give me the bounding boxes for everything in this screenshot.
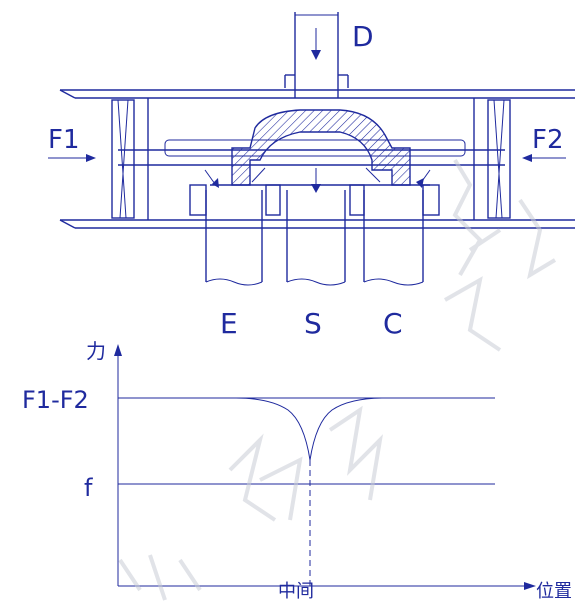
force-arrow-f1 <box>48 154 96 162</box>
label-f1: F1 <box>48 125 80 155</box>
y-axis-label: 力 <box>86 339 106 363</box>
force-position-graph <box>114 344 536 590</box>
label-e: E <box>220 307 238 340</box>
pipe-e <box>189 169 263 286</box>
tick-f: f <box>84 474 93 502</box>
slide-rods <box>118 139 505 166</box>
label-s: S <box>304 307 322 340</box>
left-piston <box>111 99 135 219</box>
label-d: D <box>352 20 374 53</box>
pilot-pipe <box>284 12 349 98</box>
right-piston <box>487 99 511 219</box>
x-axis-label: 位置 <box>536 581 572 601</box>
force-arrow-f2 <box>522 154 566 162</box>
valve-body <box>59 89 575 229</box>
label-f2: F2 <box>532 125 564 155</box>
watermark <box>118 158 557 601</box>
slide-valve <box>210 109 430 186</box>
center-label: 中间 <box>278 581 314 601</box>
pipe-s <box>265 168 346 286</box>
label-c: C <box>383 307 403 340</box>
tick-f1-f2: F1-F2 <box>22 386 89 414</box>
pipe-c <box>251 167 440 286</box>
